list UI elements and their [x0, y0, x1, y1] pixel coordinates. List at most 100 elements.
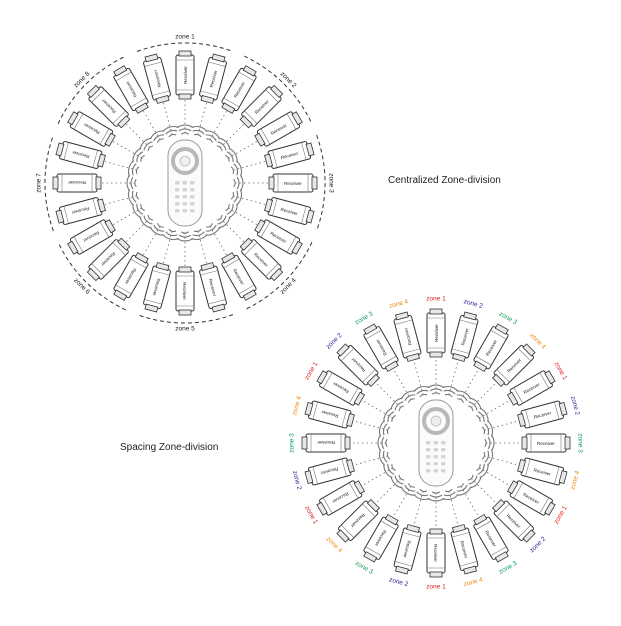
central-receiver-22: Receiver	[86, 84, 131, 129]
central-zone-label: zone 3	[327, 173, 334, 193]
central-signal-waves	[225, 147, 238, 163]
spacing-receiver-22: Receiver	[336, 343, 380, 387]
spacing-remote-key	[441, 469, 446, 473]
spacing-receiver-14: Receiver	[393, 524, 422, 575]
spacing-signal-link	[359, 398, 393, 419]
spacing-signal-waves	[481, 449, 494, 466]
central-zone-arc	[243, 55, 313, 125]
spacing-signal-waves	[484, 434, 495, 452]
central-receiver-11: Receiver	[221, 252, 257, 301]
spacing-zone-label: zone 4	[291, 395, 303, 416]
spacing-signal-waves	[400, 390, 416, 403]
spacing-signal-waves	[413, 488, 430, 501]
central-receiver-4: Receiver	[239, 84, 284, 129]
spacing-signal-link	[479, 467, 513, 488]
centralized-caption: Centralized Zone-division	[388, 175, 501, 186]
spacing-remote-key	[433, 469, 438, 473]
central-zone-label: zone 1	[175, 34, 195, 41]
central-signal-waves	[126, 174, 137, 192]
central-receiver-label: Receiver	[280, 207, 299, 217]
central-remote-key	[175, 202, 180, 206]
central-receiver-2: Receiver	[199, 53, 227, 104]
central-signal-link	[197, 99, 208, 135]
central-signal-link	[162, 231, 173, 267]
spacing-signal-link	[391, 366, 412, 400]
spacing-receiver-6: Receiver	[517, 400, 568, 429]
central-receiver-17: Receiver	[67, 219, 116, 255]
central-remote-key	[190, 202, 195, 206]
central-receiver-20: Receiver	[55, 141, 106, 169]
central-signal-link	[228, 207, 260, 227]
central-receiver-10: Receiver	[239, 237, 284, 282]
spacing-receiver-label: Receiver	[433, 544, 438, 562]
spacing-zone-label: zone 3	[354, 310, 375, 326]
central-signal-waves	[225, 203, 238, 219]
central-remote-key	[190, 209, 195, 213]
central-signal-waves	[176, 231, 194, 242]
spacing-receiver-3: Receiver	[473, 323, 509, 373]
central-receiver-label: Receiver	[209, 69, 219, 88]
spacing-zone-label: zone 1	[553, 505, 569, 526]
spacing-receiver-18: Receiver	[304, 457, 355, 486]
spacing-receiver-13: Receiver	[426, 528, 446, 578]
spacing-receiver-label: Receiver	[403, 327, 413, 346]
spacing-signal-waves	[427, 384, 445, 395]
central-receiver-label: Receiver	[208, 278, 218, 297]
spacing-receiver-2: Receiver	[450, 311, 479, 362]
central-signal-link	[101, 160, 137, 171]
spacing-receiver-label: Receiver	[533, 467, 552, 477]
central-receiver-16: Receiver	[86, 237, 131, 282]
central-signal-waves	[149, 130, 165, 143]
spacing-signal-waves	[378, 420, 391, 437]
central-receiver-8: Receiver	[264, 197, 315, 225]
spacing-signal-link	[359, 467, 393, 488]
spacing-receiver-20: Receiver	[304, 400, 355, 429]
spacing-signal-link	[448, 357, 460, 395]
spacing-remote-key	[426, 455, 431, 459]
central-remote-key	[190, 188, 195, 192]
central-remote-key	[190, 195, 195, 199]
central-zone-label: zone 8	[73, 70, 92, 89]
spacing-zone-label: zone 2	[291, 470, 303, 491]
spacing-signal-waves	[442, 488, 459, 501]
central-zone-arc	[316, 134, 326, 232]
spacing-receiver-label: Receiver	[537, 441, 555, 446]
spacing-caption: Spacing Zone-division	[120, 442, 219, 453]
central-signal-link	[141, 108, 161, 140]
central-signal-waves	[176, 124, 194, 135]
spacing-signal-link	[471, 478, 499, 506]
central-zone-arc	[57, 241, 127, 311]
spacing-remote-key	[441, 455, 446, 459]
central-zone-arc	[44, 134, 54, 232]
spacing-remote-key	[441, 462, 446, 466]
spacing-signal-waves	[383, 463, 396, 479]
central-signal-waves	[132, 203, 145, 219]
central-signal-link	[141, 226, 161, 258]
central-zone-arc	[57, 55, 127, 125]
central-receiver-19: Receiver	[52, 173, 102, 193]
spacing-zone-label: zone 4	[569, 470, 581, 491]
central-receiver-13: Receiver	[175, 266, 195, 316]
spacing-signal-link	[471, 380, 499, 408]
spacing-signal-link	[391, 486, 412, 520]
spacing-receiver-label: Receiver	[533, 410, 552, 420]
central-signal-link	[209, 108, 229, 140]
central-receiver-label: Receiver	[280, 151, 299, 161]
spacing-receiver-17: Receiver	[316, 480, 366, 516]
spacing-receiver-24: Receiver	[393, 311, 422, 362]
central-receiver-label: Receiver	[68, 180, 86, 185]
central-remote-key	[175, 188, 180, 192]
central-remote-controller	[167, 139, 203, 227]
spacing-remote-key	[426, 441, 431, 445]
spacing-remote-key	[426, 469, 431, 473]
central-remote-key	[175, 195, 180, 199]
spacing-signal-waves	[476, 407, 489, 423]
central-zone-label: zone 5	[175, 326, 195, 333]
central-remote-key	[182, 209, 187, 213]
spacing-signal-waves	[383, 407, 396, 423]
central-remote-key	[182, 188, 187, 192]
central-signal-waves	[191, 125, 208, 138]
spacing-zone-label: zone 1	[553, 361, 569, 382]
